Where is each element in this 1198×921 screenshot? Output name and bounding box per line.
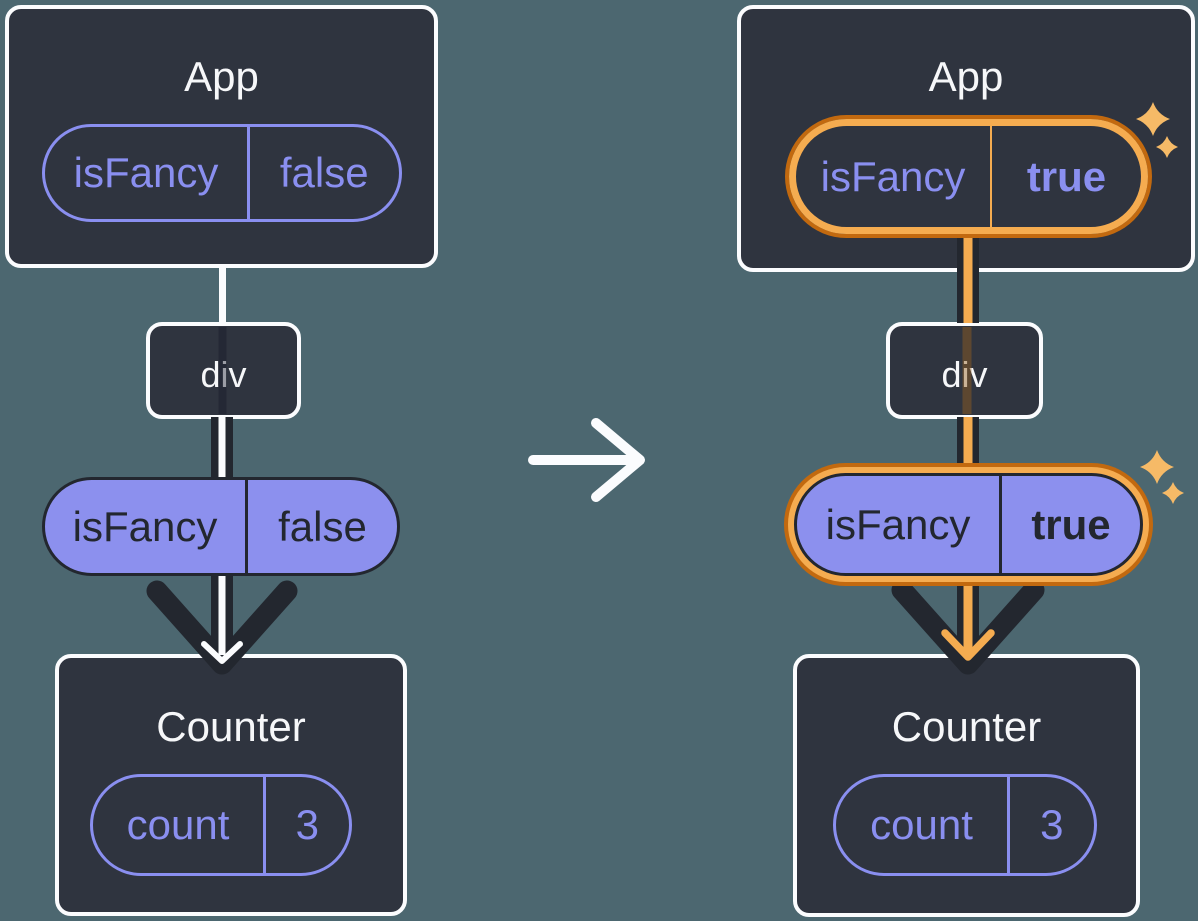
before-app-state-pill: isFancy false xyxy=(42,124,402,222)
after-prop-arrowhead-dark xyxy=(891,579,1045,675)
state-key: isFancy xyxy=(820,152,966,200)
before-div-box: div xyxy=(146,322,301,419)
state-value: false xyxy=(279,149,369,196)
state-value: true xyxy=(1026,152,1107,200)
pill-divider xyxy=(999,476,1002,573)
after-div-label: div xyxy=(941,354,988,395)
state-key: isFancy xyxy=(73,149,219,196)
prop-value: false xyxy=(278,502,367,550)
prop-value: true xyxy=(1031,500,1111,548)
after-app-title: App xyxy=(928,53,1004,100)
after-prop-sparkle-large-icon xyxy=(1140,450,1174,484)
state-key: count xyxy=(126,801,230,848)
after-counter-state-pill: count 3 xyxy=(833,774,1097,876)
state-value: 3 xyxy=(1040,801,1064,848)
state-key: count xyxy=(870,801,973,848)
state-value: 3 xyxy=(295,801,319,848)
after-app-state-pill-highlighted: isFancy true xyxy=(789,119,1148,234)
before-prop-pill: isFancy false xyxy=(42,477,400,576)
pill-divider xyxy=(247,127,250,219)
prop-key: isFancy xyxy=(825,500,971,548)
after-div-box: div xyxy=(886,322,1043,419)
pill-divider xyxy=(990,126,992,227)
transition-arrow-icon xyxy=(528,418,645,502)
before-app-div-connector xyxy=(219,264,226,325)
prop-key: isFancy xyxy=(72,502,218,550)
after-prop-sparkle-small-icon xyxy=(1162,482,1184,504)
before-counter-state-pill: count 3 xyxy=(90,774,352,876)
after-prop-pill-highlighted: isFancy true xyxy=(794,473,1143,576)
before-counter-title: Counter xyxy=(156,703,306,750)
pill-divider xyxy=(245,480,248,573)
before-div-label: div xyxy=(200,354,247,395)
after-counter-title: Counter xyxy=(891,703,1042,750)
before-app-title: App xyxy=(184,53,259,100)
pill-divider xyxy=(1007,777,1010,873)
pill-divider xyxy=(263,777,266,873)
